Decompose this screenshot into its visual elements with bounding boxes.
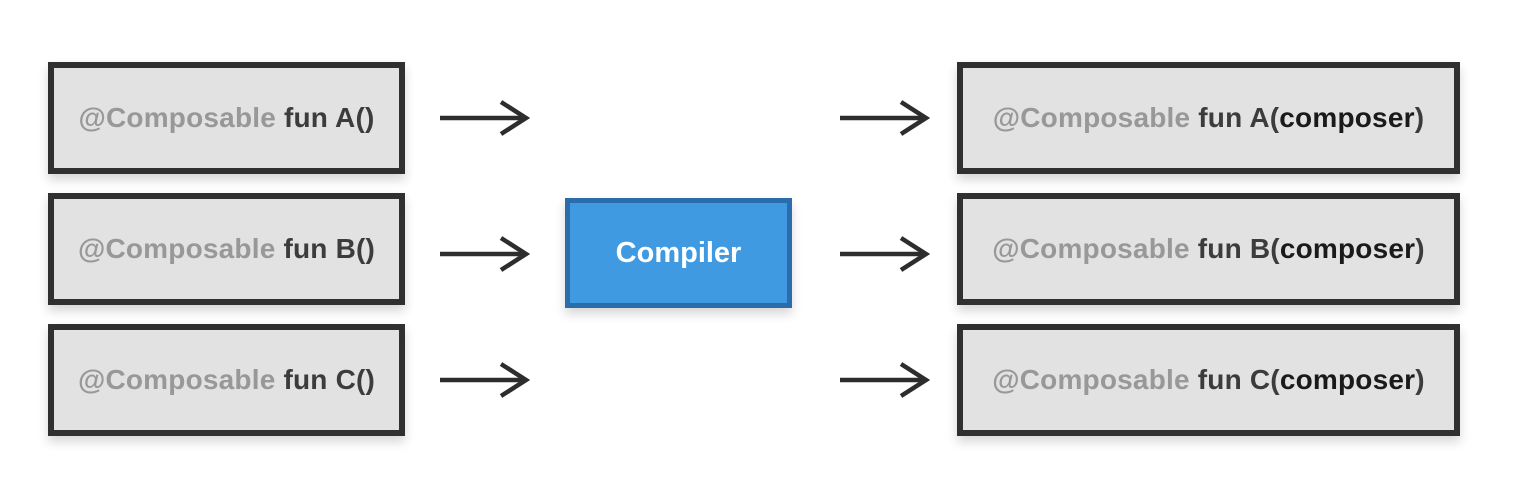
composable-annotation: @Composable (77, 233, 276, 264)
composer-param: composer (1279, 364, 1416, 395)
right-arrow-icon (838, 232, 930, 276)
compiler-node: Compiler (565, 198, 792, 308)
right-arrow-icon (438, 358, 530, 402)
source-box-fun-c: @Composable fun C() (48, 324, 405, 436)
composable-annotation: @Composable (992, 233, 1190, 264)
function-signature: fun B() (275, 233, 376, 264)
right-arrow-icon (838, 96, 930, 140)
output-box-fun-b: @Composable fun B(composer) (957, 193, 1460, 305)
function-signature-suffix: ) (1415, 233, 1425, 264)
function-signature-prefix: fun B( (1189, 233, 1280, 264)
right-arrow-icon (438, 96, 530, 140)
source-box-fun-b: @Composable fun B() (48, 193, 405, 305)
function-signature-prefix: fun C( (1189, 364, 1280, 395)
function-signature: fun C() (275, 364, 376, 395)
composable-annotation: @Composable (78, 102, 276, 133)
composable-annotation: @Composable (77, 364, 276, 395)
composable-annotation: @Composable (992, 364, 1190, 395)
composer-param: composer (1279, 233, 1416, 264)
function-signature-suffix: ) (1415, 364, 1425, 395)
composable-annotation: @Composable (992, 102, 1191, 133)
function-signature-suffix: ) (1414, 102, 1425, 133)
right-arrow-icon (438, 232, 530, 276)
function-signature-prefix: fun A( (1190, 102, 1280, 133)
compiler-label: Compiler (615, 236, 742, 269)
composer-param: composer (1279, 102, 1415, 133)
right-arrow-icon (838, 358, 930, 402)
output-box-fun-a: @Composable fun A(composer) (957, 62, 1460, 174)
function-signature: fun A() (276, 102, 375, 133)
source-box-fun-a: @Composable fun A() (48, 62, 405, 174)
output-box-fun-c: @Composable fun C(composer) (957, 324, 1460, 436)
